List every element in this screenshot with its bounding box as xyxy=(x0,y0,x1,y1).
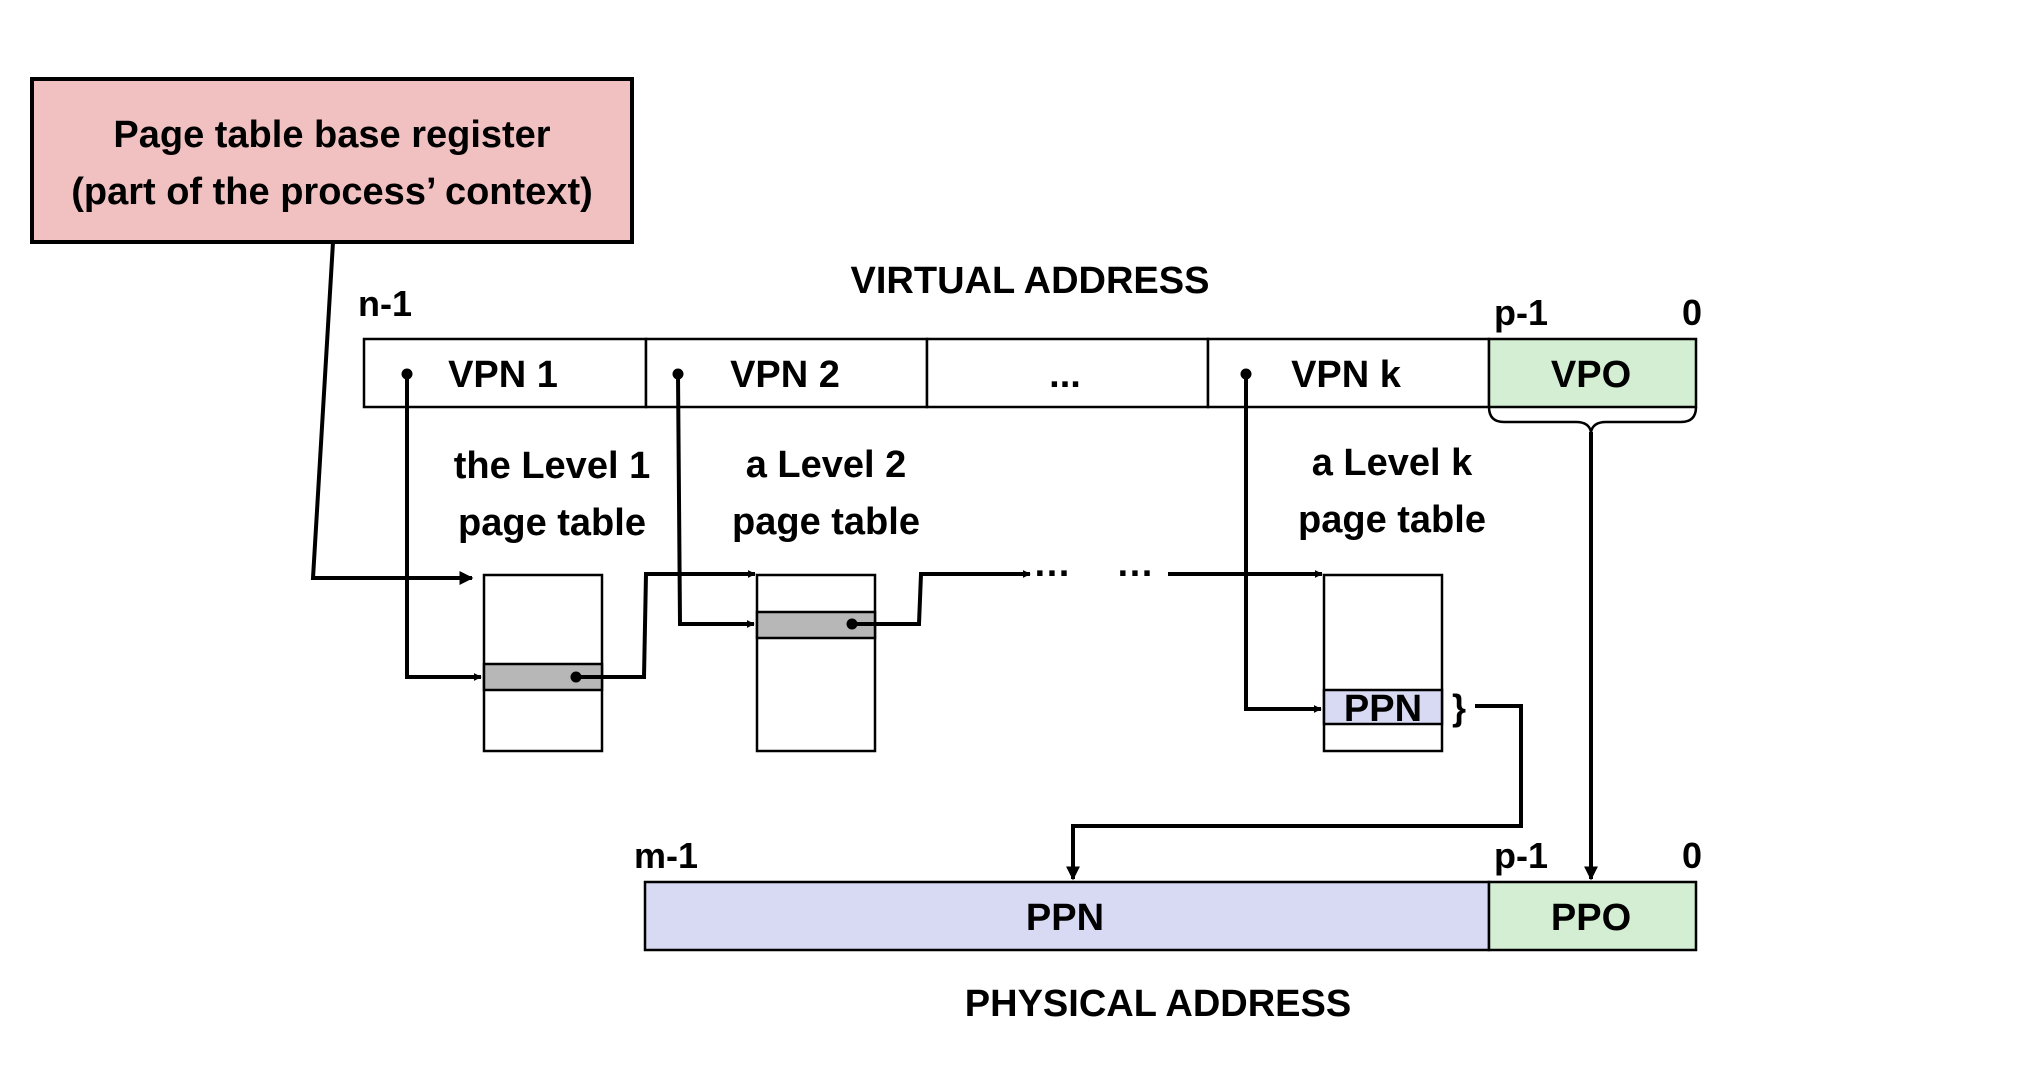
level2-label-line2: page table xyxy=(732,501,920,543)
levelk-label-line2: page table xyxy=(1298,499,1486,541)
vpo-label: VPO xyxy=(1551,354,1631,396)
register-label-line1: Page table base register xyxy=(113,114,550,156)
pa-high-bit-label: m-1 xyxy=(634,835,698,876)
levelk-page-table: PPN } xyxy=(1322,573,1466,753)
level2-table-box xyxy=(755,573,877,753)
page-table-labels: the Level 1 page table a Level 2 page ta… xyxy=(454,442,1486,544)
level1-to-level2-arrow xyxy=(576,570,756,679)
vpn1-dot xyxy=(401,368,413,380)
vpo-cell xyxy=(1487,337,1698,409)
vpnk-dot xyxy=(1240,368,1252,380)
vpn-ellipsis-label: ... xyxy=(1049,354,1081,396)
level1-label-line2: page table xyxy=(458,502,646,544)
vpnk-index-arrow xyxy=(1244,374,1322,713)
index-dots xyxy=(401,368,1252,683)
vpn-ellipsis-cell xyxy=(925,337,1210,409)
connectors xyxy=(310,241,1598,881)
vpnk-label: VPN k xyxy=(1291,354,1402,396)
ppn-label: PPN xyxy=(1026,897,1104,939)
va-low-bit-label: 0 xyxy=(1682,292,1702,333)
va-high-bit-label: n-1 xyxy=(358,283,412,324)
vpn2-label: VPN 2 xyxy=(730,354,840,396)
levelk-label-line1: a Level k xyxy=(1312,442,1473,484)
levelk-table-entry xyxy=(1322,688,1444,726)
level1-page-table xyxy=(482,573,604,753)
vpn1-label: VPN 1 xyxy=(448,354,558,396)
register-to-level1-arrow xyxy=(310,241,474,585)
virtual-address: VIRTUAL ADDRESS n-1 p-1 0 VPN 1 VPN 2 ..… xyxy=(358,260,1702,433)
tables-ellipsis-a: … xyxy=(1033,543,1071,585)
register-label-line2: (part of the process’ context) xyxy=(71,171,593,213)
physical-address: m-1 p-1 0 PPN PPO PHYSICAL ADDRESS xyxy=(634,835,1702,1025)
pa-offset-high-bit-label: p-1 xyxy=(1494,835,1548,876)
level2-entry-dot xyxy=(846,618,858,630)
va-offset-high-bit-label: p-1 xyxy=(1494,292,1548,333)
level2-page-table xyxy=(755,573,877,753)
vpo-brace xyxy=(1487,406,1698,433)
vpn2-index-arrow xyxy=(676,373,755,628)
tables-ellipsis-b: … xyxy=(1116,543,1154,585)
ppo-cell xyxy=(1487,880,1698,952)
levelk-entry-brace: } xyxy=(1452,687,1466,728)
ppn-to-physical-arrow xyxy=(1066,704,1523,881)
physical-address-title: PHYSICAL ADDRESS xyxy=(965,983,1351,1025)
level1-entry-dot xyxy=(570,671,582,683)
vpn1-index-arrow xyxy=(405,374,482,681)
level1-label-line1: the Level 1 xyxy=(454,445,650,487)
ppo-label: PPO xyxy=(1551,897,1631,939)
pa-low-bit-label: 0 xyxy=(1682,835,1702,876)
page-table-base-register: Page table base register (part of the pr… xyxy=(30,77,634,244)
vpn2-cell xyxy=(644,337,929,409)
level2-to-next-arrow xyxy=(852,570,1031,626)
register-box xyxy=(30,77,634,244)
level2-label-line1: a Level 2 xyxy=(746,444,907,486)
levelk-entry-ppn-label: PPN xyxy=(1344,688,1422,730)
virtual-address-title: VIRTUAL ADDRESS xyxy=(851,260,1210,302)
vpn2-dot xyxy=(672,368,684,380)
